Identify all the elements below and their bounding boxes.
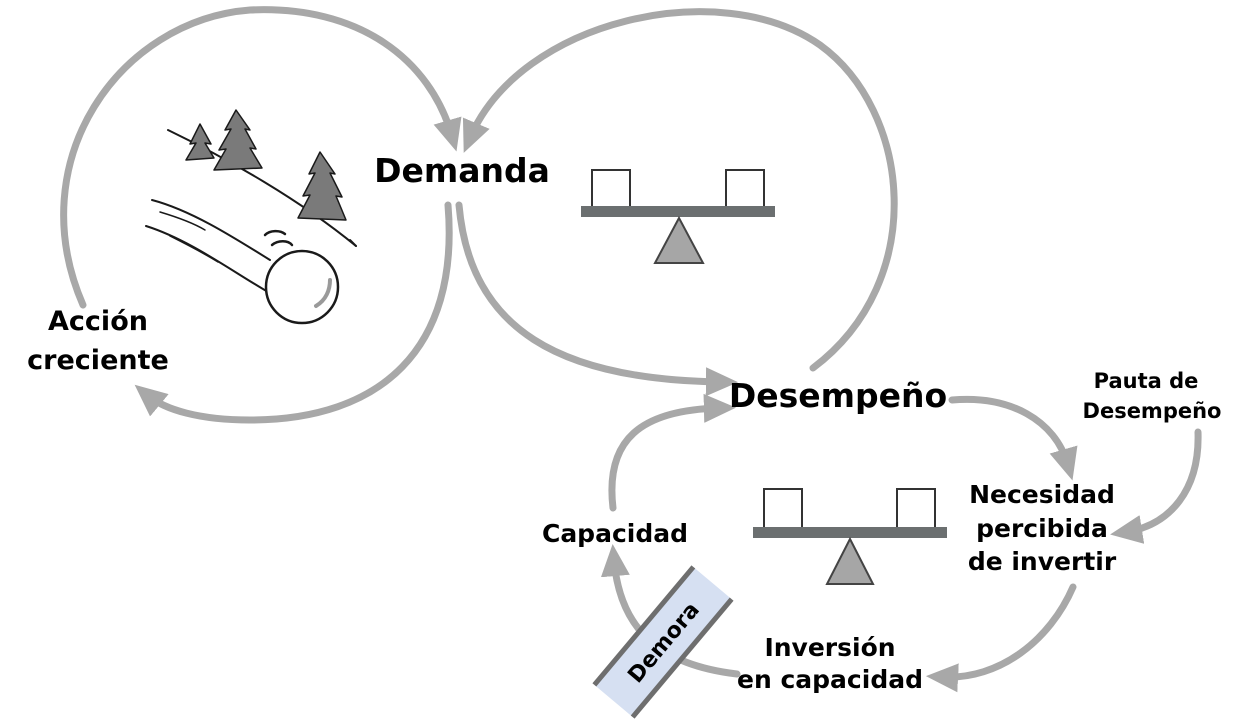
node-capacidad: Capacidad [542,519,688,548]
node-inversion-line2: en capacidad [737,665,923,694]
node-accion-creciente-line1: Acción [48,306,148,337]
loop-arrow-desempeno-to-necesidad [948,395,1078,481]
reinforcing-loop [60,6,462,424]
loop-arrow-capacidad-to-desempeno [608,393,737,512]
node-pauta-line1: Pauta de [1094,369,1199,393]
balance-scale-icon [753,488,947,585]
tree-icon [185,109,347,221]
snowball-rolling-downhill-icon [145,109,357,325]
loop-arrow-pauta-to-necesidad [1110,428,1202,544]
node-desempeno: Desempeño [729,376,947,415]
node-pauta-line2: Desempeño [1083,399,1222,423]
loop-arrow-desempeno-to-demanda [462,8,898,372]
node-inversion-line1: Inversión [764,633,895,662]
balancing-loop-capacity [600,393,1202,693]
node-necesidad-line3: de invertir [968,547,1117,576]
balancing-loop-demand [455,8,898,397]
loop-arrow-demanda-to-desempeno [455,201,739,397]
node-necesidad-line2: percibida [976,514,1108,543]
loop-arrow-accion-to-demanda [60,6,462,309]
node-necesidad-line1: Necesidad [969,480,1115,509]
loop-arrow-demanda-to-accion [134,201,453,424]
delay-marker: Demora [592,565,734,719]
loop-arrow-necesidad-to-inversion [925,583,1077,693]
node-demanda: Demanda [374,151,550,190]
balance-scale-icon [581,169,775,264]
node-accion-creciente-line2: creciente [27,345,169,376]
